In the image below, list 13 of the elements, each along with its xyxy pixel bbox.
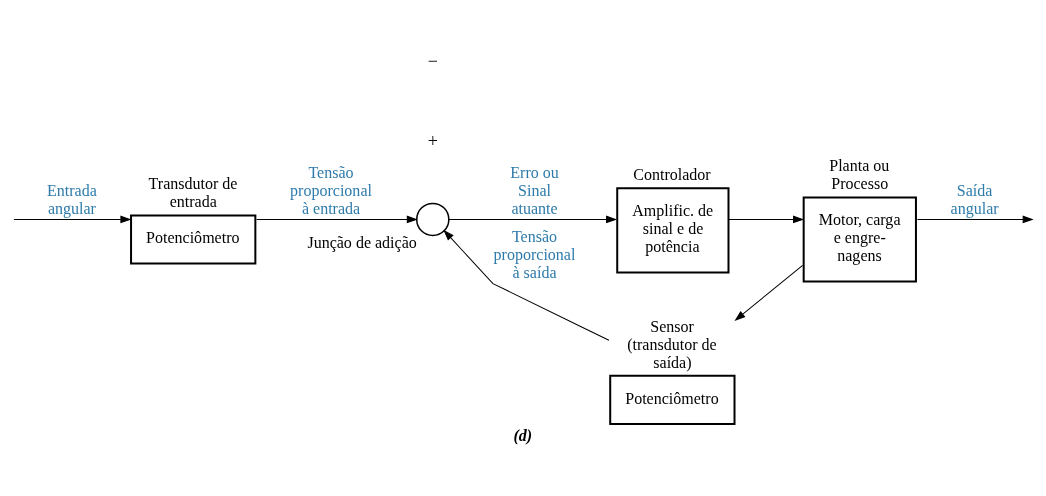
label: + bbox=[427, 130, 438, 151]
node-label: Junção de adição bbox=[307, 234, 417, 252]
edge-label: Tensão proporcional à entrada bbox=[290, 164, 372, 218]
node-label: Planta ou Processo bbox=[829, 157, 890, 193]
node-label: Controlador bbox=[633, 166, 711, 184]
caption: (d) bbox=[513, 426, 533, 444]
node-label: Transdutor de entrada bbox=[148, 175, 238, 211]
edge-label: Erro ou Sinal atuante bbox=[510, 164, 559, 218]
edge-label: Entrada angular bbox=[47, 182, 97, 218]
edge-label: Tensão proporcional à saída bbox=[493, 228, 576, 282]
label: − bbox=[427, 51, 438, 72]
node-label: Sensor (transdutor de saída) bbox=[627, 317, 717, 371]
edge-label: Saída angular bbox=[950, 182, 999, 218]
